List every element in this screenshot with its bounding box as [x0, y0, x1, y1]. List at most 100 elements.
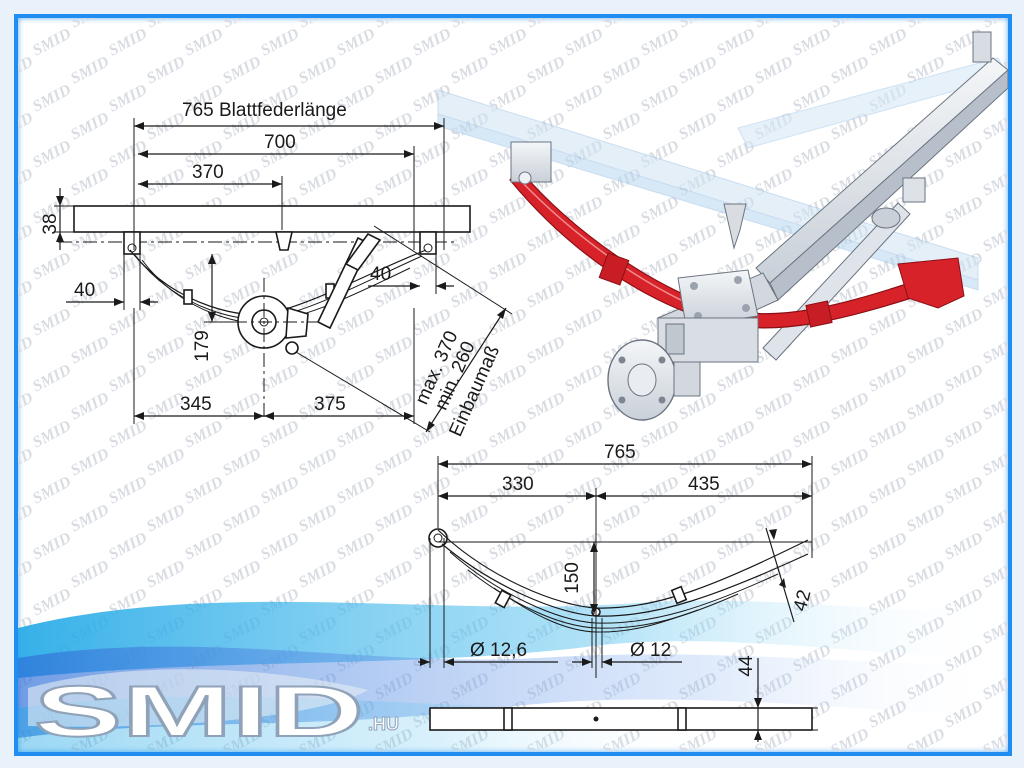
- watermark-text: SMID: [372, 53, 416, 87]
- watermark-text: SMID: [904, 725, 948, 752]
- watermark-text: SMID: [106, 417, 150, 451]
- watermark-text: SMID: [676, 18, 720, 32]
- watermark-text: SMID: [828, 333, 872, 367]
- watermark-text: SMID: [106, 529, 150, 563]
- spring-detail-drawing: 765 330 435 150 42 Ø 12,6 Ø 12 44: [418, 442, 818, 742]
- watermark-text: SMID: [638, 473, 682, 507]
- watermark-text: SMID: [30, 473, 74, 507]
- watermark-text: SMID: [68, 333, 112, 367]
- watermark-text: SMID: [258, 529, 302, 563]
- watermark-text: SMID: [18, 445, 36, 479]
- arch-height-value: 150: [562, 562, 583, 594]
- watermark-text: SMID: [714, 473, 758, 507]
- watermark-text: SMID: [144, 333, 188, 367]
- watermark-text: SMID: [524, 389, 568, 423]
- watermark-text: SMID: [980, 501, 1008, 535]
- watermark-text: SMID: [144, 445, 188, 479]
- watermark-text: SMID: [980, 221, 1008, 255]
- watermark-text: SMID: [30, 305, 74, 339]
- watermark-text: SMID: [68, 501, 112, 535]
- logo-wordmark: SMID: [34, 672, 364, 752]
- watermark-text: SMID: [790, 417, 834, 451]
- eye-diameter-value: Ø 12,6: [470, 640, 527, 661]
- eye-span-value: 700: [264, 132, 296, 153]
- watermark-text: SMID: [600, 501, 644, 535]
- watermark-text: SMID: [372, 445, 416, 479]
- watermark-text: SMID: [182, 529, 226, 563]
- watermark-text: SMID: [68, 557, 112, 591]
- watermark-text: SMID: [448, 53, 492, 87]
- watermark-text: SMID: [30, 249, 74, 283]
- watermark-text: SMID: [828, 18, 872, 32]
- watermark-text: SMID: [296, 18, 340, 32]
- watermark-text: SMID: [942, 529, 986, 563]
- watermark-text: SMID: [866, 361, 910, 395]
- left-hanger-value: 40: [74, 280, 95, 301]
- watermark-text: SMID: [144, 53, 188, 87]
- watermark-text: SMID: [68, 53, 112, 87]
- watermark-text: SMID: [18, 53, 36, 87]
- watermark-text: SMID: [296, 165, 340, 199]
- watermark-text: SMID: [30, 417, 74, 451]
- width-value: 44: [736, 655, 757, 677]
- watermark-text: SMID: [258, 25, 302, 59]
- watermark-text: SMID: [486, 529, 530, 563]
- watermark-text: SMID: [182, 417, 226, 451]
- watermark-text: SMID: [106, 25, 150, 59]
- watermark-text: SMID: [334, 473, 378, 507]
- watermark-text: SMID: [714, 417, 758, 451]
- watermark-text: SMID: [752, 18, 796, 32]
- watermark-text: SMID: [486, 25, 530, 59]
- watermark-text: SMID: [714, 25, 758, 59]
- watermark-text: SMID: [30, 361, 74, 395]
- watermark-text: SMID: [220, 557, 264, 591]
- watermark-text: SMID: [372, 501, 416, 535]
- watermark-text: SMID: [486, 417, 530, 451]
- watermark-text: SMID: [372, 165, 416, 199]
- watermark-text: SMID: [562, 529, 606, 563]
- watermark-text: SMID: [220, 501, 264, 535]
- watermark-text: SMID: [182, 249, 226, 283]
- watermark-text: SMID: [334, 305, 378, 339]
- watermark-text: SMID: [448, 501, 492, 535]
- watermark-text: SMID: [448, 557, 492, 591]
- watermark-text: SMID: [980, 109, 1008, 143]
- watermark-text: SMID: [752, 445, 796, 479]
- watermark-text: SMID: [524, 53, 568, 87]
- watermark-text: SMID: [942, 193, 986, 227]
- left-span-value: 345: [180, 394, 212, 415]
- watermark-text: SMID: [18, 333, 36, 367]
- watermark-text: SMID: [18, 557, 36, 591]
- watermark-text: SMID: [182, 473, 226, 507]
- watermark-text: SMID: [562, 305, 606, 339]
- center-bolt-value: Ø 12: [630, 640, 671, 661]
- watermark-text: SMID: [220, 53, 264, 87]
- watermark-text: SMID: [258, 473, 302, 507]
- watermark-text: SMID: [182, 361, 226, 395]
- watermark-text: SMID: [942, 305, 986, 339]
- watermark-text: SMID: [106, 361, 150, 395]
- watermark-text: SMID: [18, 109, 36, 143]
- watermark-text: SMID: [676, 501, 720, 535]
- watermark-text: SMID: [410, 473, 454, 507]
- watermark-text: SMID: [980, 445, 1008, 479]
- watermark-text: SMID: [410, 25, 454, 59]
- frame-height-value: 38: [40, 213, 61, 234]
- watermark-text: SMID: [828, 389, 872, 423]
- watermark-text: SMID: [600, 18, 644, 32]
- watermark-text: SMID: [980, 333, 1008, 367]
- watermark-text: SMID: [676, 557, 720, 591]
- watermark-text: SMID: [144, 18, 188, 32]
- watermark-text: SMID: [790, 137, 834, 171]
- watermark-text: SMID: [562, 361, 606, 395]
- watermark-text: SMID: [638, 417, 682, 451]
- watermark-text: SMID: [372, 557, 416, 591]
- watermark-text: SMID: [752, 53, 796, 87]
- watermark-text: SMID: [790, 361, 834, 395]
- watermark-text: SMID: [144, 165, 188, 199]
- watermark-text: SMID: [524, 18, 568, 32]
- watermark-text: SMID: [676, 109, 720, 143]
- watermark-text: SMID: [296, 445, 340, 479]
